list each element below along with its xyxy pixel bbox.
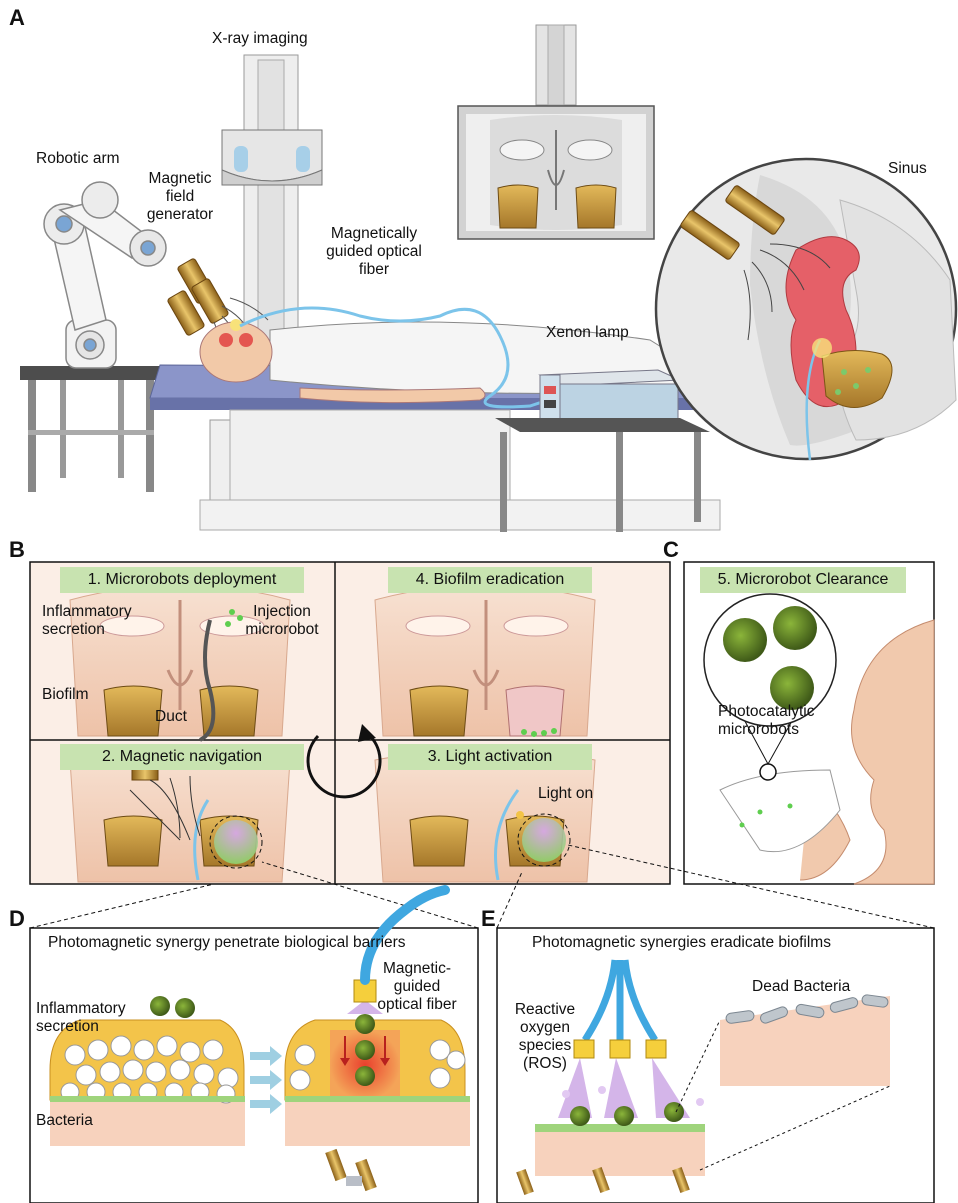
step-5-banner: 5. Microrobot Clearance (700, 567, 906, 593)
label-duct: Duct (155, 708, 187, 726)
label-xenon-lamp: Xenon lamp (546, 324, 629, 342)
label-injection-microrobot: Injection microrobot (236, 603, 328, 639)
label-sinus: Sinus (888, 160, 927, 178)
panel-d-letter: D (9, 906, 25, 932)
label-ros: Reactive oxygen species (ROS) (504, 1001, 586, 1073)
panel-e-letter: E (481, 906, 496, 932)
xray-monitor (458, 106, 654, 239)
panel-b-letter: B (9, 537, 25, 563)
panel-a-scene (20, 25, 956, 532)
step-2-banner: 2. Magnetic navigation (60, 744, 304, 770)
label-biofilm: Biofilm (42, 686, 89, 704)
panel-e-title: Photomagnetic synergies eradicate biofil… (532, 934, 831, 952)
label-dead-bacteria: Dead Bacteria (752, 978, 850, 996)
quadrant-4-skull (375, 585, 595, 737)
label-inflammatory-secretion-d: Inflammatory secretion (36, 1000, 126, 1036)
step-1-banner: 1. Microrobots deployment (60, 567, 304, 593)
step-4-banner: 4. Biofilm eradication (388, 567, 592, 593)
panel-a-letter: A (9, 5, 25, 31)
robot-stand (20, 366, 162, 492)
label-xray-imaging: X-ray imaging (212, 30, 308, 48)
xray-detector (222, 130, 322, 185)
panel-c-letter: C (663, 537, 679, 563)
label-magnetic-field-generator: Magnetic field generator (140, 170, 220, 224)
panel-d-title: Photomagnetic synergy penetrate biologic… (48, 934, 406, 952)
label-magnetic-guided-fiber: Magnetic- guided optical fiber (366, 960, 468, 1014)
label-robotic-arm: Robotic arm (36, 150, 120, 168)
label-inflammatory-secretion-b: Inflammatory secretion (42, 603, 132, 639)
label-bacteria: Bacteria (36, 1112, 93, 1130)
label-optical-fiber: Magnetically guided optical fiber (315, 225, 433, 279)
label-light-on: Light on (538, 785, 593, 803)
sinus-inset (656, 159, 956, 460)
label-photocatalytic-microrobots: Photocatalytic microrobots (718, 703, 815, 739)
step-3-banner: 3. Light activation (388, 744, 592, 770)
